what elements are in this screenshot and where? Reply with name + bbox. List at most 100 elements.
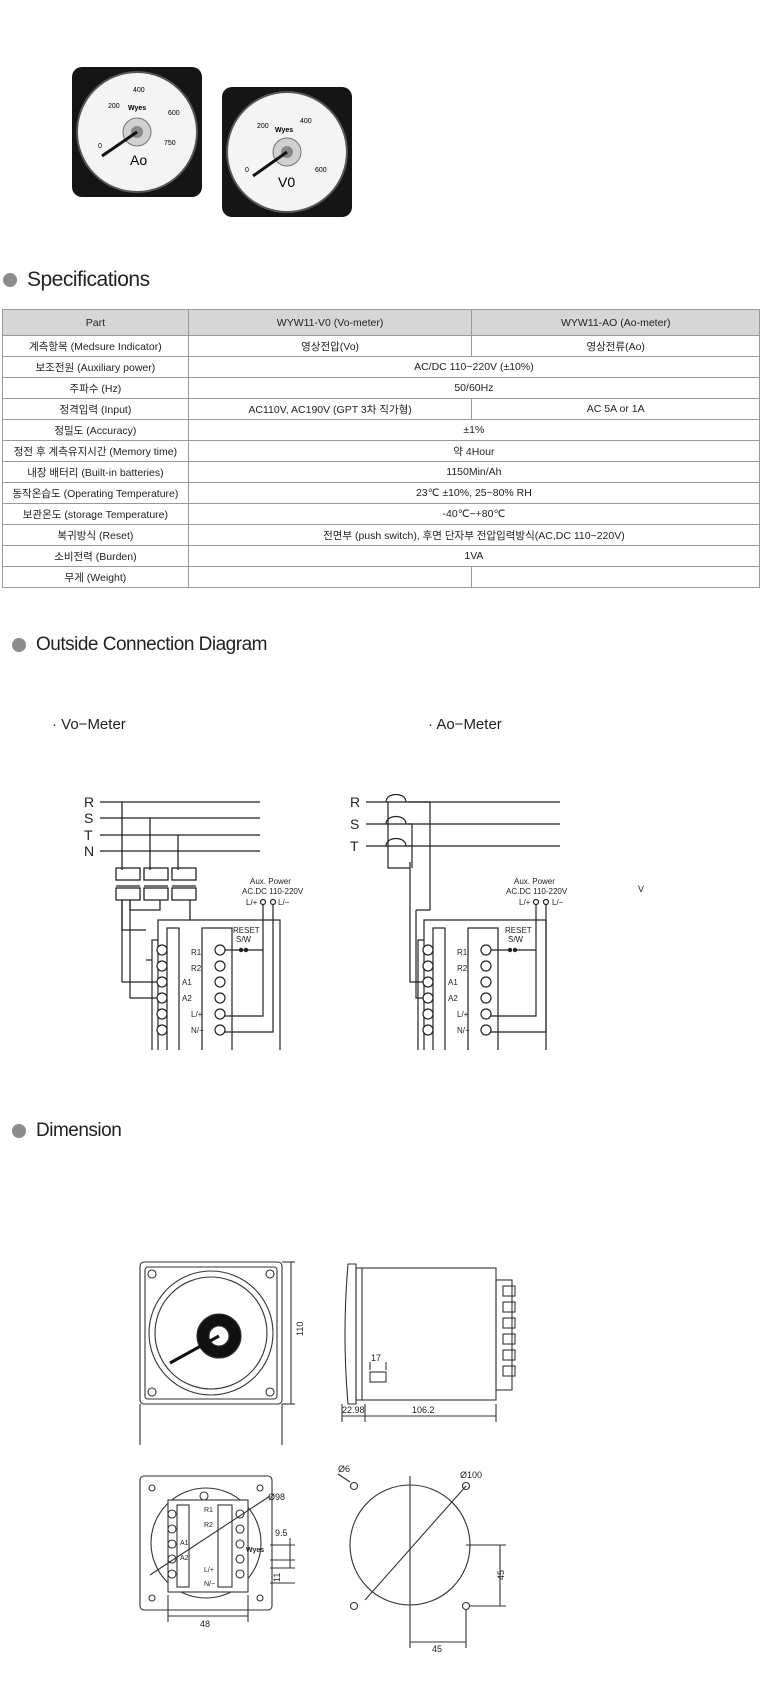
brand-label: Wyes: [128, 105, 146, 112]
brand-label: Wyes: [275, 127, 293, 134]
terminal-label: L/+: [204, 1567, 214, 1574]
phase-label: N: [84, 843, 94, 859]
phase-label: T: [350, 838, 359, 854]
cell: 영상전압(Vo): [187, 335, 473, 357]
cell: 23℃ ±10%, 25~80% RH: [187, 482, 761, 504]
cell: AC/DC 110~220V (±10%): [187, 356, 761, 378]
table-row: 복귀방식 (Reset)전면부 (push switch), 후면 단자부 전압…: [2, 524, 761, 546]
cell: 영상전류(Ao): [471, 335, 760, 357]
ao-meter-image: 200 400 600 750 0 Wyes Ao: [72, 67, 202, 197]
phase-label: S: [350, 816, 359, 832]
meter-photos: 200 400 600 750 0 Wyes Ao 200 400 600 0 …: [72, 67, 352, 217]
cell: 1VA: [187, 545, 761, 567]
table-row: 동작온습도 (Operating Temperature)23℃ ±10%, 2…: [2, 482, 761, 504]
section-title: Specifications: [27, 268, 150, 291]
terminal-label: A1: [180, 1540, 189, 1547]
row-label: 소비전력 (Burden): [2, 545, 189, 567]
table-row: 내장 배터리 (Built-in batteries)1150Min/Ah: [2, 461, 761, 483]
lplus-label: L/+: [519, 898, 531, 907]
tick-label: 400: [300, 118, 312, 125]
cell: AC 5A or 1A: [471, 398, 760, 420]
cell: 50/60Hz: [187, 377, 761, 399]
dimension-label: 110: [295, 1322, 305, 1336]
row-label: 정밀도 (Accuracy): [2, 419, 189, 441]
terminal-label: R1: [191, 948, 202, 957]
terminal-label: N/−: [191, 1026, 204, 1035]
terminal-label: A1: [182, 978, 192, 987]
table-row: 정밀도 (Accuracy)±1%: [2, 419, 761, 441]
aux-power-title: Aux. Power: [514, 877, 555, 886]
row-label: 보관온도 (storage Temperature): [2, 503, 189, 525]
cell: 약 4Hour: [187, 440, 761, 462]
sw-label: S/W: [508, 935, 524, 944]
terminal-label: A2: [448, 994, 458, 1003]
terminal-label: N/−: [204, 1581, 215, 1588]
row-label: 주파수 (Hz): [2, 377, 189, 399]
dimension-label: 22.98: [342, 1405, 365, 1415]
dimension-label: Ø6: [338, 1464, 350, 1474]
terminal-label: L/+: [191, 1010, 203, 1019]
terminal-label: A2: [182, 994, 192, 1003]
lminus-label: L/−: [278, 898, 290, 907]
dimension-label: 17: [371, 1353, 381, 1363]
terminal-label: R2: [457, 964, 468, 973]
tick-label: 0: [245, 167, 249, 174]
cell: 전면부 (push switch), 후면 단자부 전압입력방식(AC,DC 1…: [187, 524, 761, 546]
bullet-icon: [12, 638, 26, 652]
terminal-label: R1: [204, 1507, 213, 1514]
table-row: 보조전원 (Auxiliary power)AC/DC 110~220V (±1…: [2, 356, 761, 378]
terminal-label: L/+: [457, 1010, 469, 1019]
tick-label: 400: [133, 87, 145, 94]
terminal-label: R2: [191, 964, 202, 973]
dimension-label: 45: [496, 1570, 506, 1580]
specifications-heading: Specifications: [3, 268, 150, 292]
table-row: 주파수 (Hz)50/60Hz: [2, 377, 761, 399]
row-label: 복귀방식 (Reset): [2, 524, 189, 546]
ao-wiring: R S T R1 R2 A1 A2 L/+ N/− Aux. Power AC.…: [350, 793, 644, 1050]
tick-label: 200: [108, 103, 120, 110]
vo-meter-label: · Vo−Meter: [52, 716, 126, 733]
aux-power-spec: AC.DC 110-220V: [506, 887, 568, 896]
phase-label: T: [84, 827, 93, 843]
table-row: 정전 후 계측유지시간 (Memory time)약 4Hour: [2, 440, 761, 462]
row-label: 동작온습도 (Operating Temperature): [2, 482, 189, 504]
section-title: Dimension: [36, 1120, 122, 1141]
dimension-drawings: 110 17 22.98 106.2 R1 R2: [139, 1261, 516, 1654]
bullet-icon: [12, 1124, 26, 1138]
dimension-label: 9.5: [275, 1528, 288, 1538]
tick-label: 200: [257, 123, 269, 130]
table-row: 소비전력 (Burden)1VA: [2, 545, 761, 567]
cell: [471, 566, 760, 588]
reset-label: RESET: [233, 926, 260, 935]
table-header-row: Part WYW11-V0 (Vo-meter) WYW11-AO (Ao-me…: [2, 309, 760, 336]
row-label: 정격입력 (Input): [2, 398, 189, 420]
connection-diagram: R S T N: [84, 794, 260, 961]
table-row: 무게 (Weight): [2, 566, 760, 588]
phase-label: S: [84, 810, 93, 826]
dimension-label: 48: [200, 1619, 210, 1629]
table-row: 계측항목 (Medsure Indicator)영상전압(Vo)영상전류(Ao): [2, 335, 760, 357]
terminal-label: R2: [204, 1522, 213, 1529]
connection-heading: Outside Connection Diagram: [12, 634, 267, 656]
dimension-label: Ø100: [460, 1470, 482, 1480]
terminal-blocks: R1 R2 A1 A2 L/+ N/− Aux. Power AC.DC 110…: [121, 793, 644, 1050]
cell: -40℃~+80℃: [187, 503, 761, 525]
ao-meter-label: · Ao−Meter: [428, 716, 502, 733]
phase-label: R: [350, 794, 360, 810]
rear-view: R1 R2 A1 A2 L/+ N/− Wyes Ø98 9.5 11 48: [139, 1475, 295, 1629]
dimension-label: Ø98: [268, 1492, 285, 1502]
row-label: 보조전원 (Auxiliary power): [2, 356, 189, 378]
header-cell: WYW11-V0 (Vo-meter): [187, 309, 473, 336]
header-cell: WYW11-AO (Ao-meter): [471, 309, 760, 336]
side-view: 17 22.98 106.2: [341, 1263, 516, 1422]
table-row: 정격입력 (Input)AC110V, AC190V (GPT 3차 직가형)A…: [2, 398, 760, 420]
aux-power-spec: AC.DC 110-220V: [242, 887, 304, 896]
row-label: 무게 (Weight): [2, 566, 189, 588]
brand-label: Wyes: [246, 1547, 264, 1554]
sw-label: S/W: [236, 935, 252, 944]
dimension-label: 45: [432, 1644, 442, 1654]
cell: 1150Min/Ah: [187, 461, 761, 483]
reset-label: RESET: [505, 926, 532, 935]
dimension-heading: Dimension: [12, 1120, 122, 1142]
terminal-label: A2: [180, 1555, 189, 1562]
